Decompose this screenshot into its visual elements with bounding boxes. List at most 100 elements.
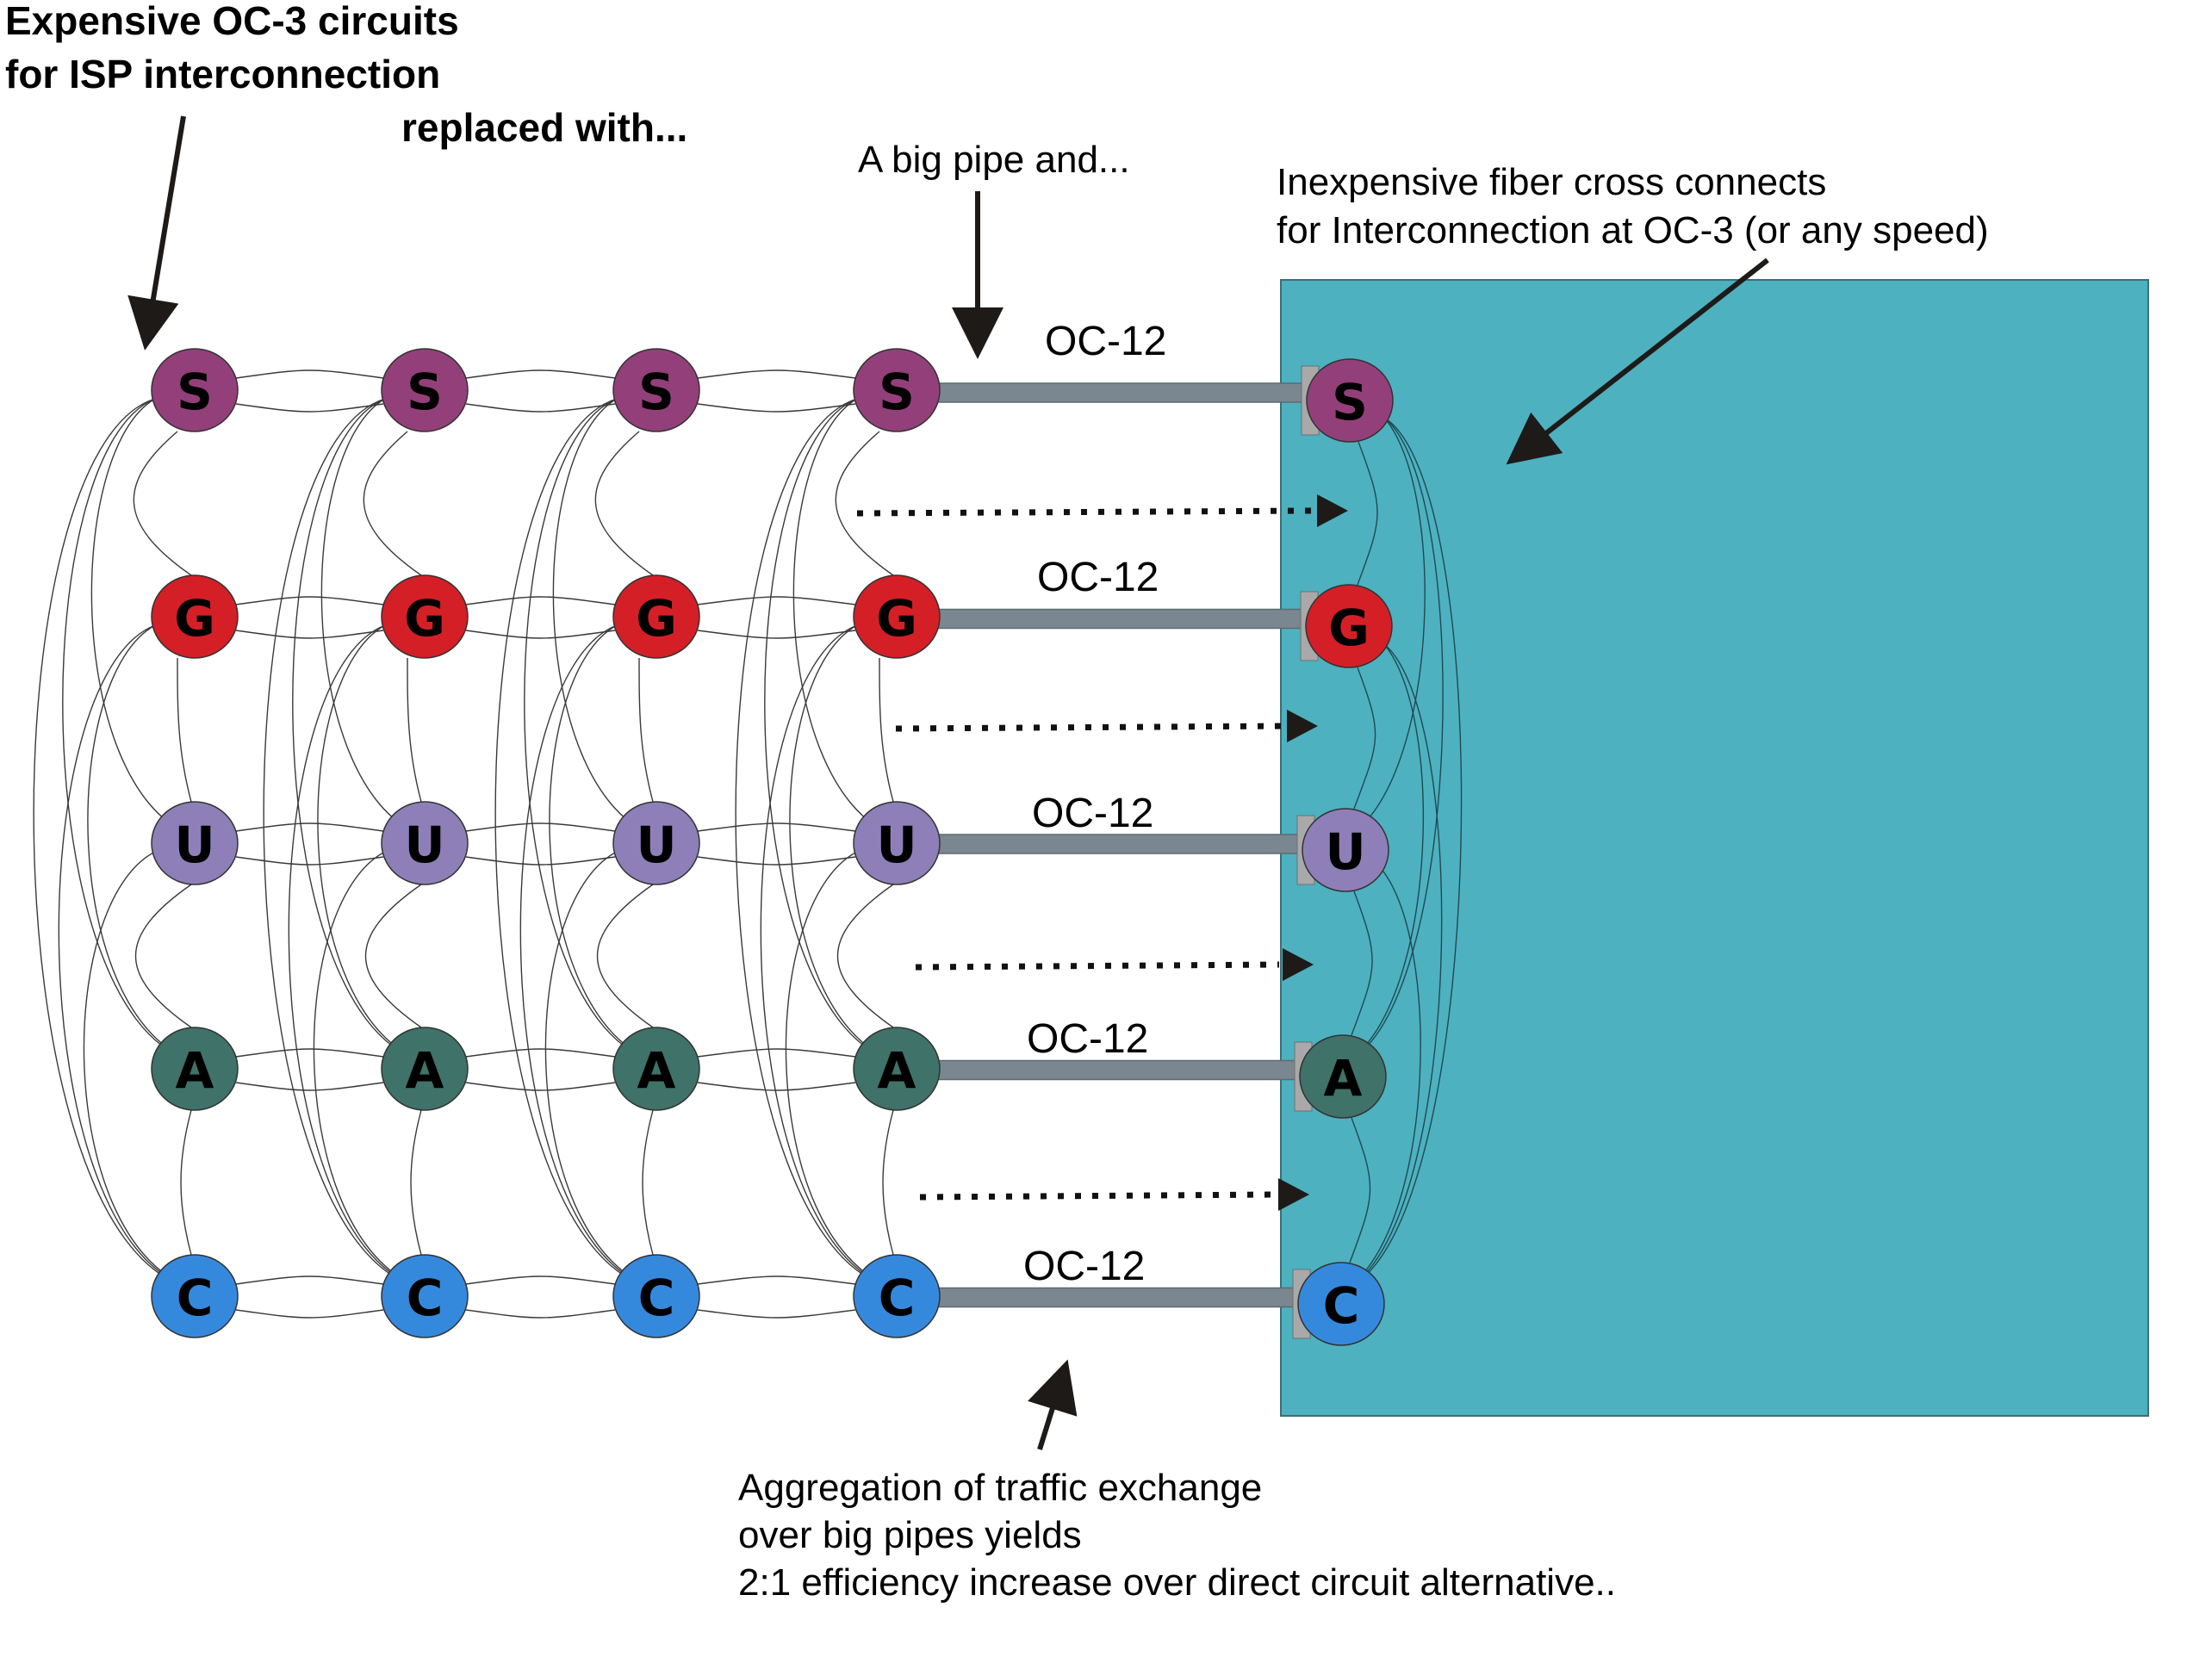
circuit-line bbox=[552, 398, 652, 835]
node-letter: C bbox=[638, 1269, 675, 1327]
node-circle bbox=[381, 1027, 469, 1111]
node-letter: G bbox=[174, 589, 215, 648]
circuit-line bbox=[263, 398, 420, 1288]
circuit-line bbox=[134, 884, 192, 1028]
circuit-line bbox=[235, 403, 384, 413]
exchange-point-box bbox=[1280, 279, 2149, 1417]
node-circle bbox=[612, 1254, 700, 1338]
circuit-line bbox=[292, 398, 420, 1061]
isp-node-a-3: A bbox=[612, 1027, 700, 1111]
node-letter: G bbox=[636, 589, 677, 648]
circuit-line bbox=[465, 1082, 616, 1091]
circuit-line bbox=[735, 398, 892, 1288]
circuit-line bbox=[697, 630, 856, 639]
cross-connect-line bbox=[1353, 417, 1426, 834]
node-circle bbox=[381, 348, 469, 432]
dotted-line bbox=[856, 507, 1314, 517]
pipe-label-g: OC-12 bbox=[1037, 555, 1159, 600]
cross-connect-line bbox=[1349, 642, 1443, 1288]
node-circle bbox=[151, 1254, 239, 1338]
circuit-line bbox=[697, 403, 856, 413]
node-letter: U bbox=[636, 816, 676, 874]
isp-node-c-1: C bbox=[151, 1254, 239, 1338]
fiber-label-line2: for Interconnection at OC-3 (or any spee… bbox=[1277, 209, 1989, 251]
circuit-line bbox=[133, 431, 192, 576]
expensive-label-line1: Expensive OC-3 circuits bbox=[5, 0, 459, 43]
node-circle bbox=[612, 801, 700, 885]
big-pipes bbox=[935, 365, 1320, 1339]
circuit-line bbox=[320, 398, 420, 835]
node-letter: S bbox=[1332, 373, 1368, 431]
circuit-line bbox=[317, 624, 420, 1061]
big-pipe bbox=[935, 1287, 1302, 1308]
node-circle bbox=[853, 1027, 941, 1111]
node-letter: C bbox=[1323, 1276, 1360, 1335]
circuit-line bbox=[62, 398, 190, 1061]
node-circle bbox=[381, 1254, 469, 1338]
isp-node-u-2: U bbox=[381, 801, 469, 885]
replaced-with-label: replaced with... bbox=[401, 105, 687, 150]
circuit-line bbox=[364, 884, 422, 1028]
node-letter: G bbox=[876, 589, 917, 648]
circuit-line bbox=[697, 1275, 856, 1285]
big-pipe bbox=[935, 608, 1310, 630]
node-letter: C bbox=[879, 1269, 916, 1327]
pipe-label-a: OC-12 bbox=[1027, 1016, 1148, 1062]
node-letter: U bbox=[1325, 822, 1365, 881]
node-circle bbox=[1306, 358, 1394, 443]
circuit-line bbox=[465, 369, 616, 379]
cross-connect-line bbox=[1349, 866, 1421, 1288]
circuit-line bbox=[789, 624, 892, 1061]
exchange-node-u: U bbox=[1302, 808, 1389, 892]
node-circle bbox=[612, 574, 700, 659]
circuit-line bbox=[697, 856, 856, 866]
node-letter: S bbox=[638, 363, 674, 421]
node-letter: A bbox=[878, 1041, 916, 1100]
circuit-line bbox=[549, 624, 652, 1061]
circuit-line bbox=[465, 1309, 616, 1319]
pipe-label-s: OC-12 bbox=[1045, 319, 1166, 364]
isp-node-a-1: A bbox=[151, 1027, 239, 1111]
circuit-line bbox=[363, 431, 422, 576]
node-circle bbox=[853, 574, 941, 659]
circuit-line bbox=[180, 1109, 192, 1256]
node-letter: A bbox=[1324, 1049, 1363, 1108]
cross-connect-line bbox=[1351, 891, 1373, 1036]
cross-connect-line bbox=[1349, 417, 1463, 1288]
cross-connect-line bbox=[1351, 417, 1444, 1060]
circuit-line bbox=[792, 398, 892, 835]
circuit-line bbox=[465, 403, 616, 413]
circuit-line bbox=[235, 369, 384, 379]
cross-connect-line bbox=[1353, 667, 1376, 810]
circuit-line bbox=[836, 884, 894, 1028]
isp-node-g-3: G bbox=[612, 574, 700, 659]
circuit-line bbox=[760, 624, 892, 1288]
node-letter: A bbox=[176, 1041, 214, 1100]
node-letter: G bbox=[404, 589, 445, 648]
node-circle bbox=[612, 348, 700, 432]
circuit-line bbox=[83, 851, 190, 1288]
isp-node-s-1: S bbox=[151, 348, 239, 432]
exchange-node-c: C bbox=[1297, 1262, 1385, 1346]
node-letter: C bbox=[177, 1269, 214, 1327]
node-letter: A bbox=[406, 1041, 444, 1100]
circuit-line bbox=[465, 856, 616, 866]
circuit-line bbox=[465, 1048, 616, 1058]
isp-node-g-1: G bbox=[151, 574, 239, 659]
circuit-line bbox=[410, 1109, 422, 1256]
expensive-label-line2: for ISP interconnection bbox=[5, 52, 440, 96]
aggregation-label-line2: over big pipes yields bbox=[738, 1514, 1082, 1556]
circuit-line bbox=[465, 1275, 616, 1285]
node-letter: U bbox=[174, 816, 214, 874]
node-circle bbox=[151, 801, 239, 885]
circuit-line bbox=[697, 596, 856, 605]
expensive-arrow bbox=[127, 115, 186, 351]
node-circle bbox=[151, 574, 239, 659]
circuit-line bbox=[519, 624, 652, 1288]
circuit-line bbox=[235, 630, 384, 639]
circuit-line bbox=[288, 624, 420, 1288]
circuit-line bbox=[697, 1082, 856, 1091]
circuit-line bbox=[407, 657, 422, 803]
isp-node-a-2: A bbox=[381, 1027, 469, 1111]
